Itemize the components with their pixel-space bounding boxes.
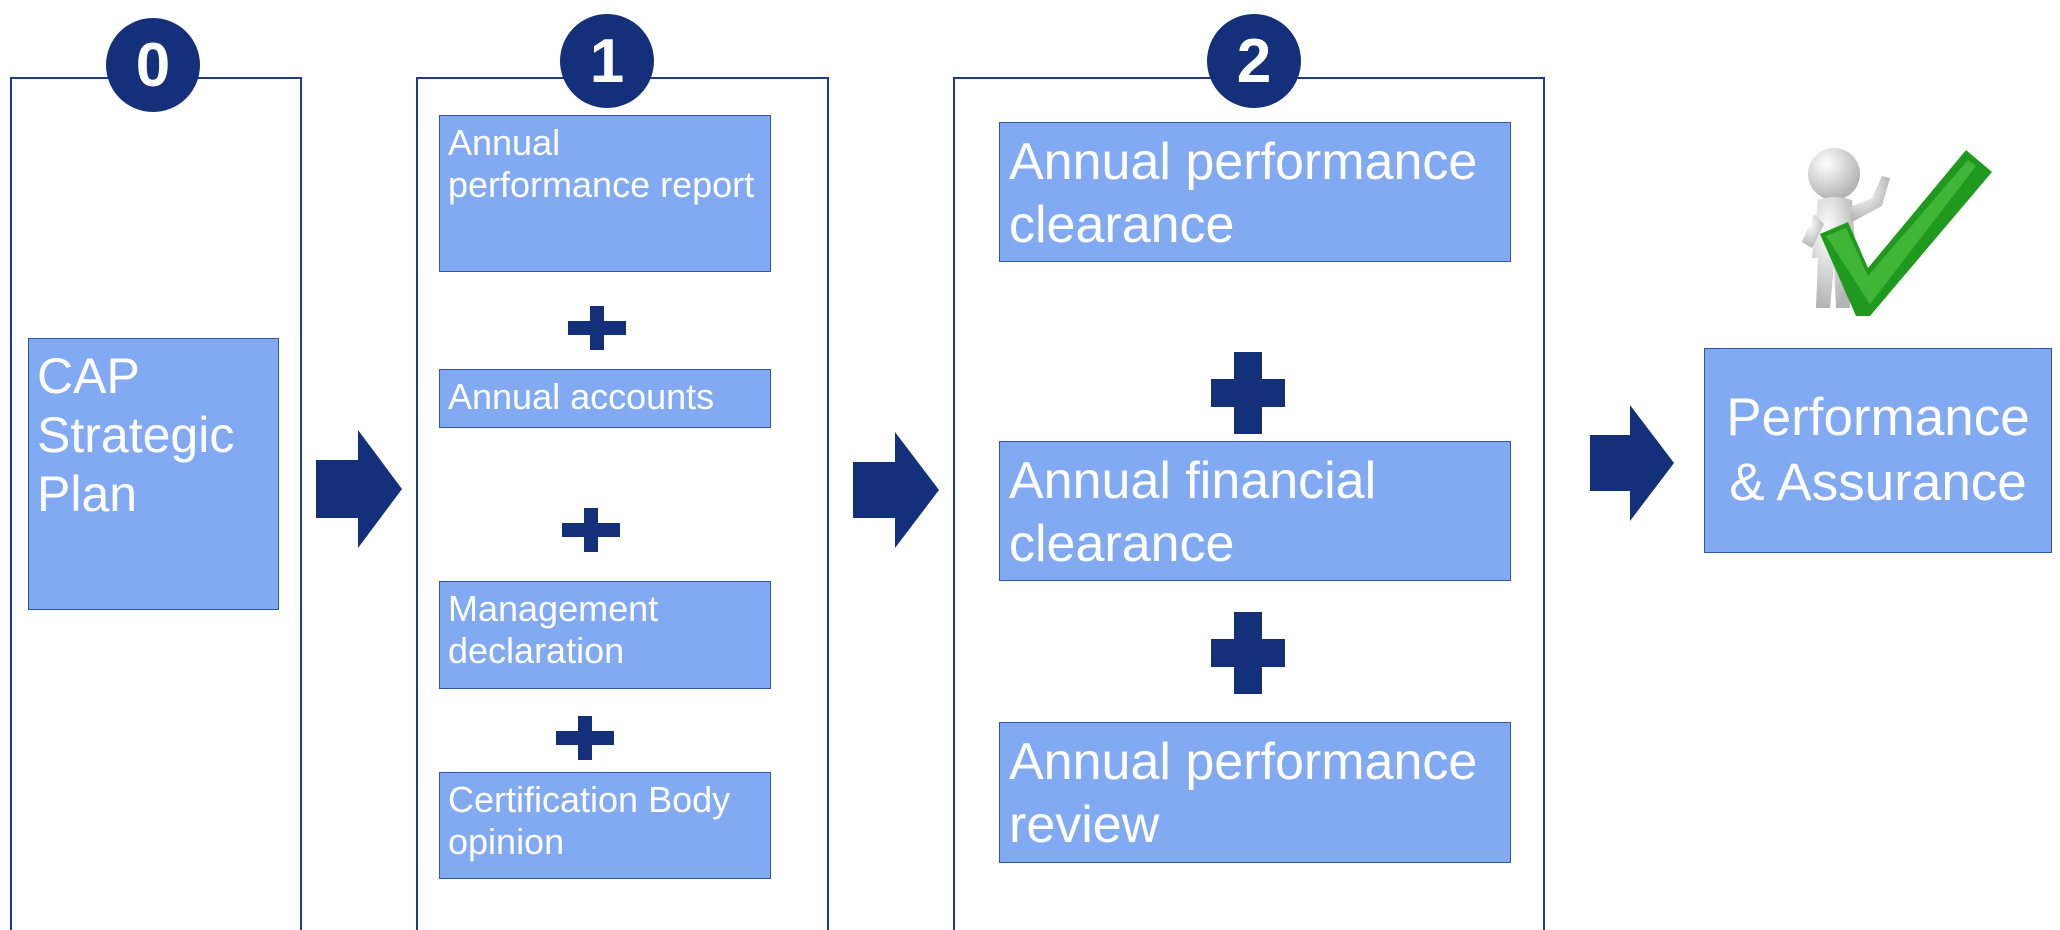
certification-body-opinion-box: Certification Body opinion (439, 772, 771, 879)
cap-strategic-plan-box: CAP Strategic Plan (28, 338, 279, 610)
plus-icon (1211, 352, 1285, 434)
plus-icon (1211, 612, 1285, 694)
figure-with-checkmark-icon (1802, 148, 1992, 316)
right-arrow-icon (853, 432, 939, 548)
performance-assurance-box: Performance & Assurance (1704, 348, 2052, 553)
annual-performance-report-box: Annual performance report (439, 115, 771, 272)
annual-accounts-box: Annual accounts (439, 369, 771, 428)
plus-icon (556, 716, 614, 760)
annual-performance-review-box: Annual performance review (999, 722, 1511, 863)
plus-icon (568, 306, 626, 350)
stage-2-badge: 2 (1207, 14, 1301, 108)
management-declaration-box: Management declaration (439, 581, 771, 689)
stage-1-badge: 1 (560, 14, 654, 108)
stage-0-badge: 0 (106, 18, 200, 112)
plus-icon (562, 508, 620, 552)
annual-financial-clearance-box: Annual financial clearance (999, 441, 1511, 581)
right-arrow-icon (1590, 405, 1674, 521)
annual-performance-clearance-box: Annual performance clearance (999, 122, 1511, 262)
right-arrow-icon (316, 430, 402, 548)
